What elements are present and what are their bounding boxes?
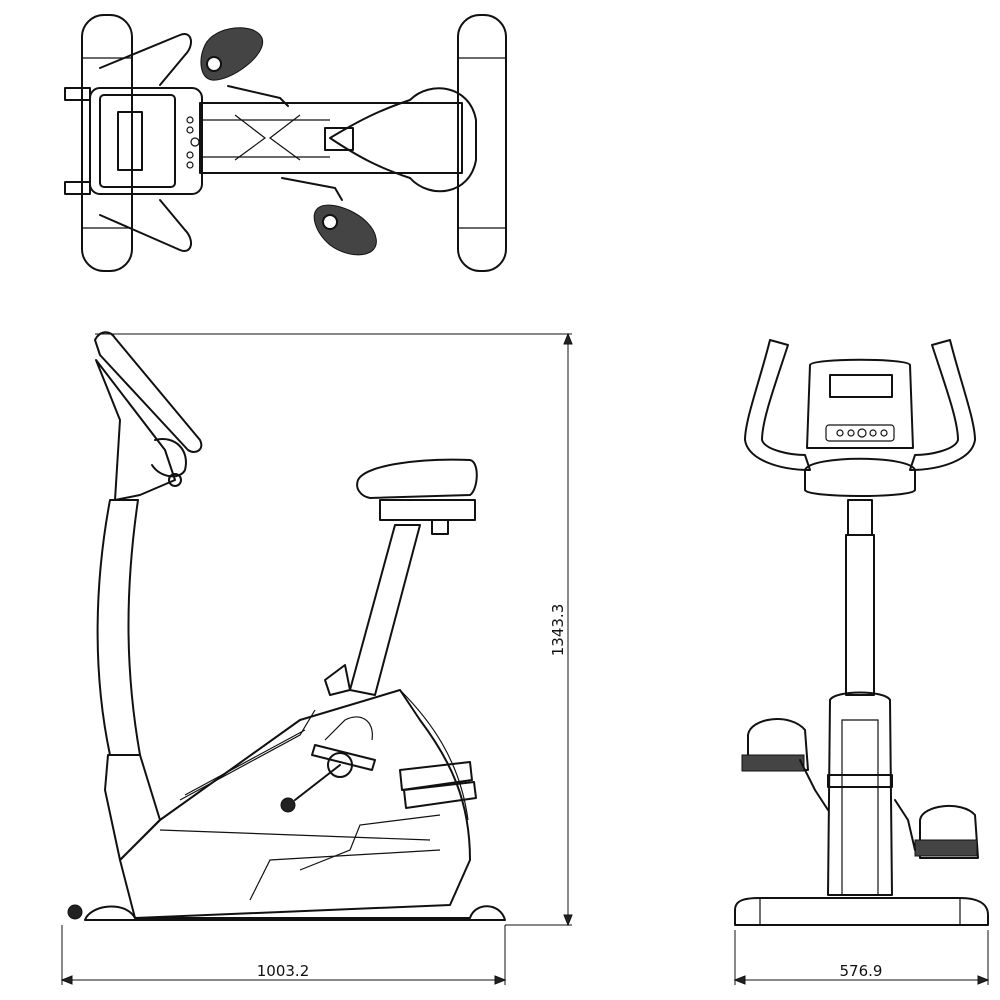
top-console-screen	[117, 111, 143, 171]
front-console-screen	[829, 374, 893, 398]
front-console	[806, 358, 914, 449]
front-post	[845, 534, 875, 696]
dim-side-height	[95, 332, 573, 927]
side-base	[84, 905, 506, 921]
side-seat	[356, 458, 478, 499]
top-frame	[199, 102, 463, 174]
top-saddle	[329, 87, 477, 193]
top-handle-upper	[99, 33, 192, 86]
side-pedal	[311, 744, 376, 771]
front-pedal-right	[894, 799, 979, 859]
side-seat-slider	[379, 499, 476, 521]
top-pedal-upper	[200, 27, 289, 107]
front-width-label: 576.9	[840, 962, 883, 980]
side-console-post	[96, 499, 141, 756]
front-seat	[804, 457, 916, 497]
side-seat-post	[349, 524, 421, 696]
front-view	[733, 339, 990, 985]
top-handle-lower	[99, 199, 192, 252]
side-view	[60, 331, 573, 985]
top-right-foot	[457, 14, 507, 272]
front-handle-left	[744, 339, 811, 471]
top-knob-upper	[64, 87, 91, 101]
side-length-label: 1003.2	[257, 962, 310, 980]
side-body	[119, 689, 471, 919]
side-transport-wheel	[67, 904, 83, 920]
front-base	[734, 897, 989, 926]
side-handlebar	[94, 331, 203, 453]
top-knob-lower	[64, 181, 91, 195]
top-pedal-lower	[281, 177, 377, 256]
dim-side-length	[60, 925, 507, 985]
side-seat-knob	[324, 664, 351, 696]
front-handle-right	[909, 339, 976, 471]
side-crank	[294, 764, 341, 801]
top-view	[64, 14, 507, 272]
front-housing	[827, 691, 893, 896]
top-saddle-knob	[324, 127, 354, 151]
top-console	[89, 87, 203, 195]
top-left-foot	[81, 14, 133, 272]
front-pedal-left	[741, 718, 829, 811]
side-height-label: 1343.3	[549, 604, 567, 657]
side-console	[95, 359, 176, 501]
dim-front-width	[733, 930, 990, 985]
